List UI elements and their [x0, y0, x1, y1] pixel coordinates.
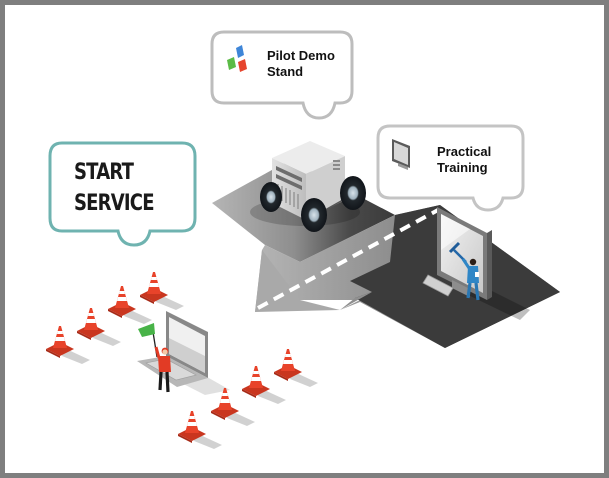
wheel-front [301, 198, 327, 232]
practical-label-line2: Training [437, 160, 488, 176]
green-flag-icon [138, 323, 155, 337]
traffic-cones [46, 272, 318, 449]
colored-tiles-icon [227, 45, 247, 72]
wheel-back-right [340, 176, 366, 210]
bubble-outline [376, 124, 525, 212]
lane-divider [257, 208, 439, 310]
wheel-back-left [260, 182, 282, 212]
practical-label-line1: Practical [437, 144, 492, 159]
worker-figure [461, 258, 480, 301]
practical-training-label: Practical Training [437, 144, 491, 177]
traffic-cone [77, 308, 121, 346]
traffic-cone [211, 388, 255, 426]
start-laptop-scene [137, 311, 230, 395]
traffic-cone [242, 366, 286, 404]
bubble-outline [48, 141, 197, 247]
flag-man-figure [138, 323, 171, 393]
traffic-cone [140, 272, 184, 310]
start-service-label: START SERVICE [74, 158, 155, 220]
bubble-pilot-demo-stand[interactable] [210, 30, 354, 120]
bubble-start-service[interactable] [48, 141, 197, 247]
start-label-line1: START [74, 160, 134, 185]
training-monitor-scene [422, 207, 530, 320]
traffic-cone [274, 349, 318, 387]
pilot-label-line1: Pilot Demo [267, 48, 335, 63]
server-top [272, 141, 345, 174]
pilot-demo-stand-label: Pilot Demo Stand [267, 48, 335, 81]
bubble-practical-training[interactable] [376, 124, 525, 212]
start-label-line2: SERVICE [74, 190, 155, 216]
server-on-wheels [250, 141, 366, 232]
monitor-icon [392, 139, 410, 170]
bubble-outline [210, 30, 354, 120]
pilot-label-line2: Stand [267, 64, 304, 80]
keyboard [422, 274, 454, 297]
traffic-cone [178, 411, 222, 449]
road-arrow-notch [340, 292, 372, 310]
traffic-cone [108, 286, 152, 324]
traffic-cone [46, 326, 90, 364]
